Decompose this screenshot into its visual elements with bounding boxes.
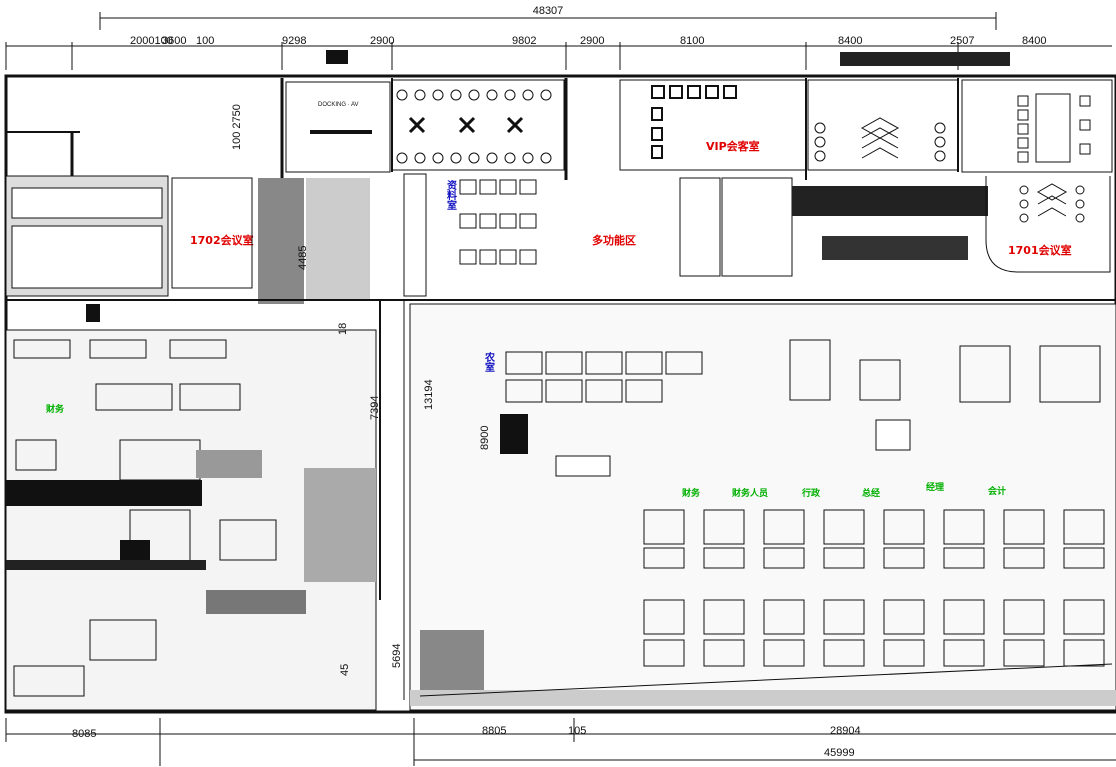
- open-office-right: 农室 财务 财务人员 行政 总经 经理 会计: [409, 303, 1116, 711]
- open-office-left: 财务: [5, 329, 377, 711]
- dim-top-2: 100: [196, 35, 214, 47]
- label-general-mgr: 总经: [862, 487, 880, 499]
- room-label-gym: 财务: [45, 403, 65, 415]
- dim-bottom-total: 45999: [824, 747, 855, 759]
- dim-top-12: 2507: [950, 35, 974, 47]
- dim-top-7: 9802: [512, 35, 536, 47]
- bottom-dimension-chain: 8085 8805 105 28904 45999: [5, 718, 1116, 766]
- dim-v-2: 18: [337, 323, 349, 335]
- label-manager: 经理: [926, 481, 944, 493]
- room-label-vip: VIP会客室: [706, 139, 760, 153]
- dim-v-0: 100 2750: [231, 104, 243, 150]
- dim-bottom-0: 8085: [72, 728, 96, 740]
- room-label-cn: 农室: [483, 351, 496, 372]
- svg-text:DOCKING · AV: DOCKING · AV: [318, 102, 359, 108]
- dim-top-11: 8400: [838, 35, 862, 47]
- dim-top-5: 2900: [370, 35, 394, 47]
- vertical-dimensions: 100 2750 4485 18 7394 13194 8900 5694 45: [231, 104, 491, 676]
- dim-v-3: 7394: [369, 396, 381, 420]
- dim-v-4: 13194: [423, 379, 435, 410]
- room-label-archive: 资料室: [445, 179, 457, 210]
- dim-bottom-3: 28904: [830, 725, 861, 737]
- top-dimension-chain: 48307 2000100 3600 100 9298 2900 9802 29…: [5, 5, 1112, 70]
- label-finance: 财务: [681, 487, 701, 499]
- dim-top-total: 48307: [533, 5, 564, 17]
- dim-top-13: 8400: [1022, 35, 1046, 47]
- room-label-multi: 多功能区: [592, 233, 636, 247]
- middle-band: 1702会议室 资料室 多功能区 1701会议室: [5, 173, 1111, 304]
- dim-v-6: 5694: [391, 644, 403, 668]
- label-admin: 行政: [801, 487, 821, 499]
- top-rooms: DOCKING · AV VIP会客室: [285, 79, 1113, 173]
- dim-bottom-2: 105: [568, 725, 586, 737]
- dim-bottom-1: 8805: [482, 725, 506, 737]
- dim-v-7: 45: [339, 664, 351, 676]
- label-accountant: 会计: [988, 485, 1006, 497]
- dim-top-1: 3600: [162, 35, 186, 47]
- room-label-1701: 1701会议室: [1008, 243, 1072, 257]
- dim-v-1: 4485: [297, 246, 309, 270]
- dim-top-8: 2900: [580, 35, 604, 47]
- label-finance-staff: 财务人员: [731, 487, 768, 499]
- room-label-1702: 1702会议室: [190, 233, 254, 247]
- dim-top-10: 8100: [680, 35, 704, 47]
- dim-top-3: 9298: [282, 35, 306, 47]
- green-labels: 财务 财务人员 行政 总经 经理 会计: [681, 481, 1006, 499]
- dim-v-5: 8900: [479, 426, 491, 450]
- dim-top-0: 2000100: [130, 35, 173, 47]
